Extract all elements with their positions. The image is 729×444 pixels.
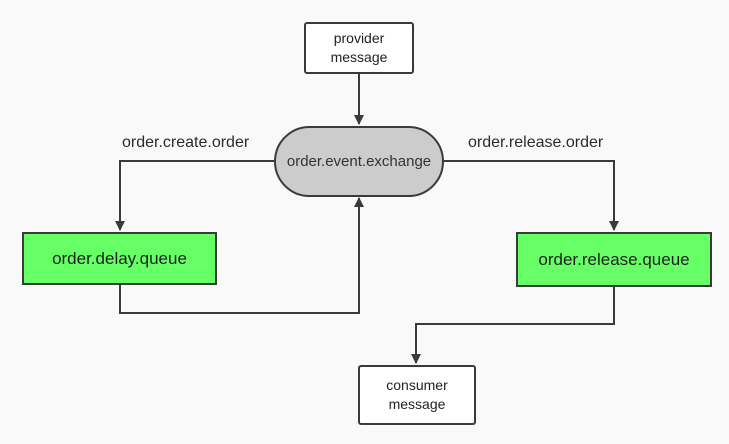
release-queue-label: order.release.queue (538, 249, 690, 269)
edge-label-release-order: order.release.order (468, 134, 604, 151)
provider-message-line2: message (330, 49, 388, 65)
edge-exchange-to-delay-queue (115, 160, 274, 231)
exchange-label: order.event.exchange (286, 153, 432, 170)
provider-message-line1: provider (333, 30, 385, 46)
delay-queue-node: order.delay.queue (22, 232, 217, 285)
exchange-node: order.event.exchange (274, 126, 444, 197)
edge-exchange-to-release-queue (444, 160, 619, 231)
consumer-message-node: consumer message (358, 365, 476, 425)
provider-message-node: provider message (304, 22, 414, 74)
consumer-message-line1: consumer (386, 377, 448, 393)
delay-queue-label: order.delay.queue (52, 248, 187, 268)
edge-release-queue-to-consumer (411, 287, 615, 364)
edge-delay-queue-to-exchange (119, 197, 364, 314)
release-queue-node: order.release.queue (516, 232, 712, 287)
edge-label-create-order: order.create.order (122, 134, 250, 151)
consumer-message-line2: message (388, 396, 446, 412)
